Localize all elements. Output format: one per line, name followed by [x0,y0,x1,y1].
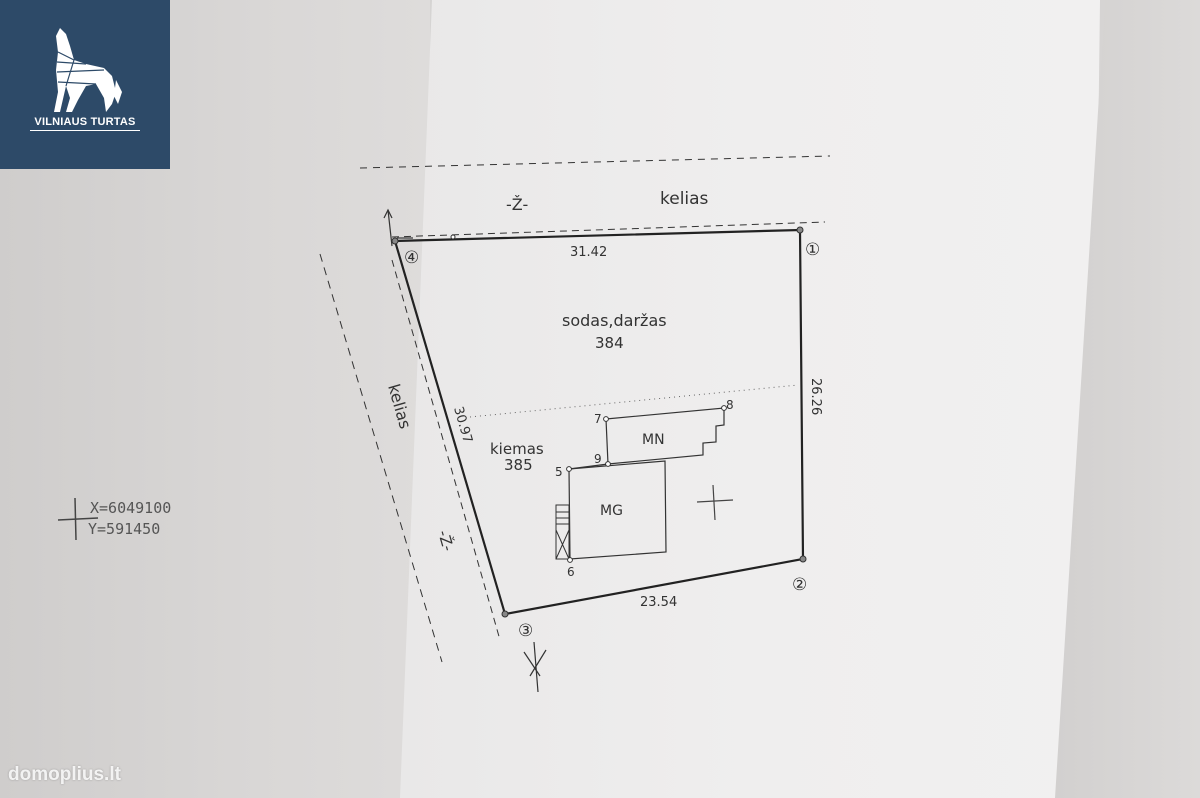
north-arrow-icon [383,208,547,693]
garden-label: sodas,daržas [562,311,667,330]
paper-center-sheet [400,0,1100,798]
stairs [555,504,570,560]
building-point-5: 5 [555,465,563,479]
corner-point-3: ③ [518,621,533,641]
building-mn-label: MN [642,432,665,448]
road-label-left: kelias [384,382,415,431]
zone-label-left: -Ž- [434,528,458,553]
road-edge-top [391,221,826,238]
road-boundary-top [359,155,831,169]
land-use-division [469,384,799,418]
dimension-right: 26.26 [808,378,823,415]
coordinate-x: X=6049100 [90,499,172,517]
building-mg [568,460,667,560]
yard-number: 385 [504,456,533,474]
wolf-icon [54,28,122,112]
logo-text: VILNIAUS TURTAS [34,116,136,128]
center-cross-marker [696,484,734,521]
coordinate-y: Y=591450 [88,520,161,538]
building-mg-label: MG [600,503,623,519]
yard-label: kiemas [490,440,544,458]
corner-point-4: ④ [404,248,419,268]
building-point-7: 7 [594,412,602,426]
road-label-top: kelias [660,189,709,209]
company-logo: VILNIAUS TURTAS [0,0,170,169]
corner-point-1: ① [805,240,820,260]
site-watermark: domoplius.lt [8,764,121,785]
building-point-9: 9 [594,452,602,466]
coordinate-cross-marker [57,497,99,541]
zone-label-top: -Ž- [506,195,528,214]
corner-point-2: ② [792,575,807,595]
dimension-bottom: 23.54 [640,595,677,610]
building-point-6: 6 [567,565,575,579]
road-edge-left [391,259,501,641]
building-point-8: 8 [726,398,734,412]
logo-underline [30,130,140,131]
building-point-markers [450,234,727,563]
building-mn [605,407,725,465]
road-boundary-left [319,253,443,663]
dimension-top: 31.42 [570,245,607,260]
garden-number: 384 [595,334,624,352]
building-connector [568,463,609,470]
corner-markers [391,226,807,618]
